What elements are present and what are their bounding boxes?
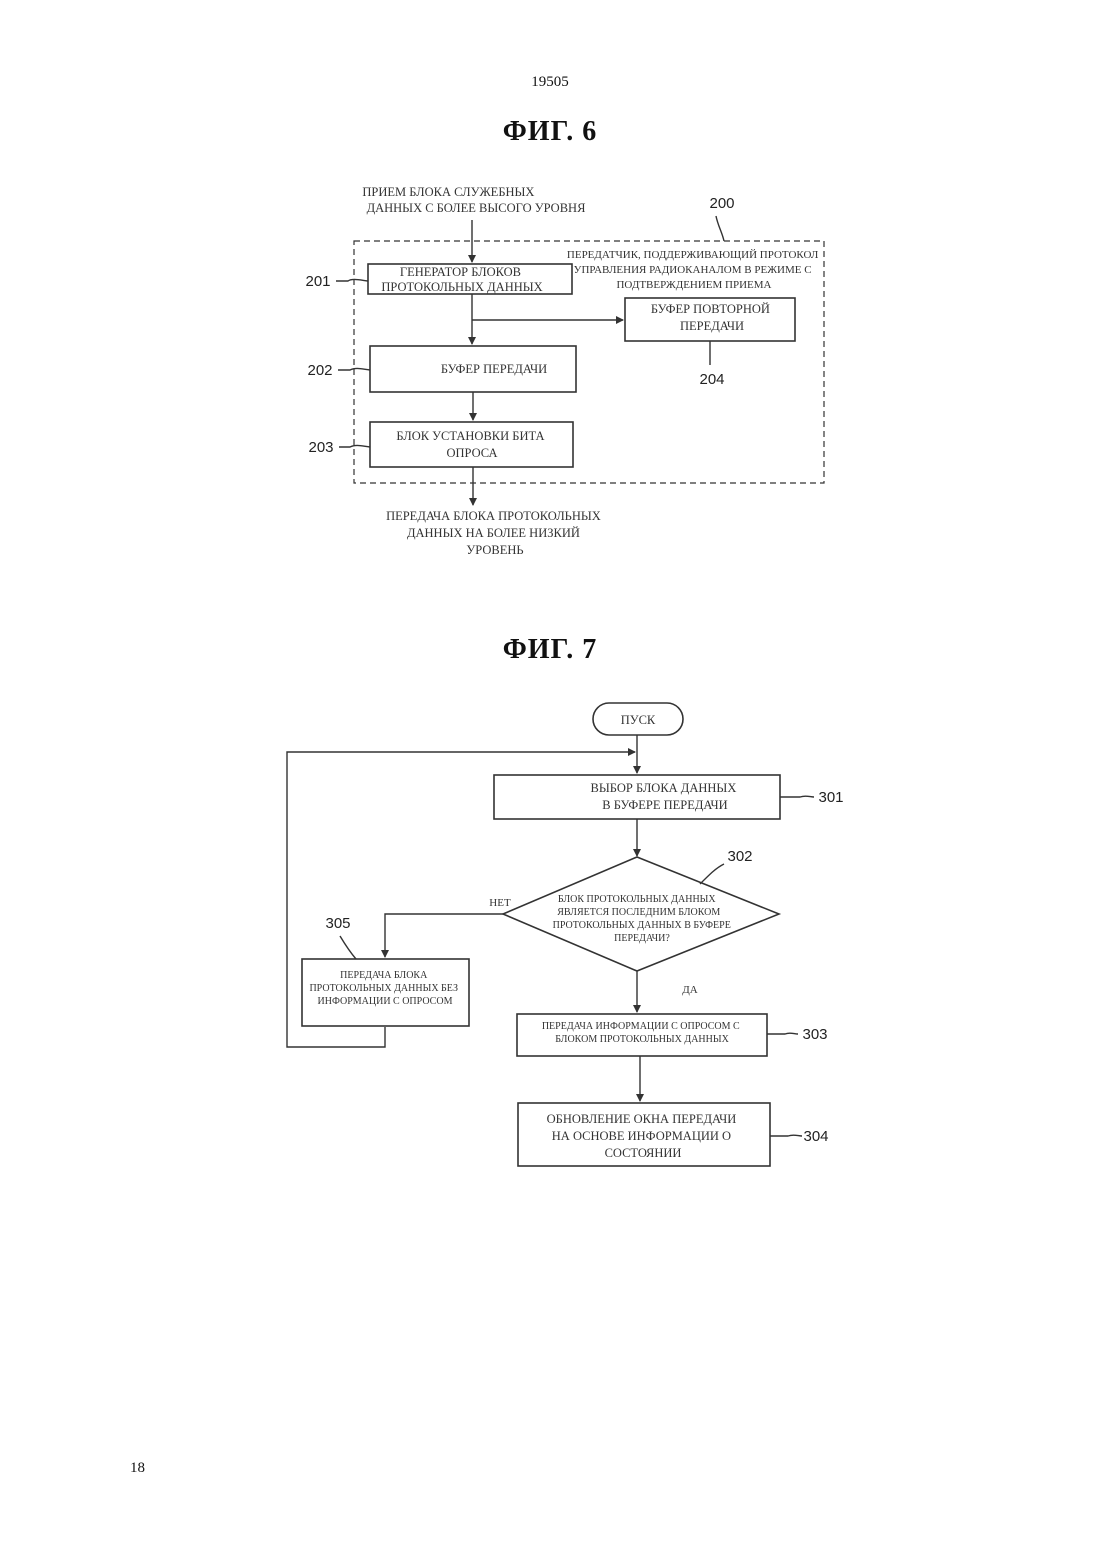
fig6-leader-201: [336, 279, 368, 281]
fig6-container-ref: 200: [709, 195, 734, 212]
fig6-diagram: ПРИЕМ БЛОКА СЛУЖЕБНЫХ ДАННЫХ С БОЛЕЕ ВЫС…: [305, 185, 824, 557]
fig7-flowchart: ПУСК ВЫБОР БЛОКА ДАННЫХ В БУФЕРЕ ПЕРЕДАЧ…: [287, 703, 844, 1166]
fig6-container-leader: [716, 216, 724, 241]
fig6-ref-203: 203: [308, 439, 333, 456]
fig6-ref-202: 202: [307, 362, 332, 379]
fig7-ref-305: 305: [325, 915, 350, 932]
fig6-ref-201: 201: [305, 273, 330, 290]
fig6-block-202-label: БУФЕР ПЕРЕДАЧИ: [441, 362, 547, 376]
fig6-container-label: ПЕРЕДАТЧИК, ПОДДЕРЖИВАЮЩИЙ ПРОТОКОЛ УПРА…: [567, 249, 821, 291]
fig7-branch-yes-label: ДА: [682, 984, 698, 996]
fig6-ref-204: 204: [699, 371, 724, 388]
fig7-leader-303: [767, 1033, 798, 1034]
fig6-leader-203: [339, 445, 370, 447]
fig7-leader-304: [770, 1135, 802, 1136]
fig7-ref-301: 301: [818, 789, 843, 806]
fig7-ref-302: 302: [727, 848, 752, 865]
fig6-input-label: ПРИЕМ БЛОКА СЛУЖЕБНЫХ ДАННЫХ С БОЛЕЕ ВЫС…: [362, 185, 585, 215]
fig7-leader-301: [780, 796, 814, 797]
fig6-output-label: ПЕРЕДАЧА БЛОКА ПРОТОКОЛЬНЫХ ДАННЫХ НА БО…: [386, 509, 604, 557]
fig7-ref-304: 304: [803, 1128, 828, 1145]
fig6-block-201-label: ГЕНЕРАТОР БЛОКОВ ПРОТОКОЛЬНЫХ ДАННЫХ: [381, 265, 542, 294]
fig7-leader-302: [700, 864, 724, 884]
fig7-arrow-no-branch: [385, 914, 503, 957]
fig7-start-label: ПУСК: [621, 713, 656, 727]
fig7-branch-no-label: НЕТ: [489, 897, 511, 909]
fig7-ref-303: 303: [802, 1026, 827, 1043]
fig7-leader-305: [340, 936, 356, 959]
